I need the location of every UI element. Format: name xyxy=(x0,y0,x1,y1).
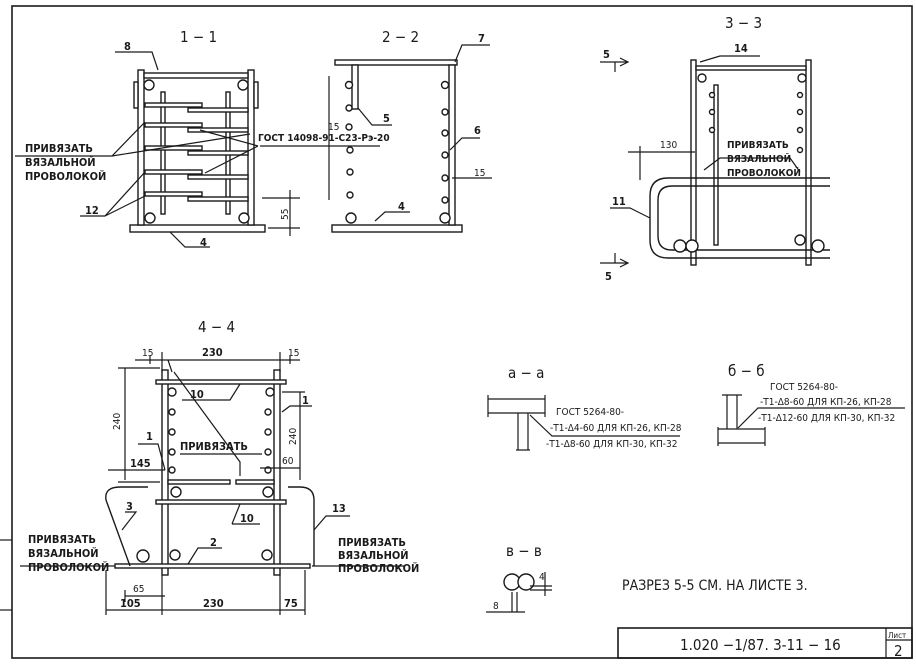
section-reference-note: РАЗРЕЗ 5-5 СМ. НА ЛИСТЕ 3. xyxy=(622,578,808,594)
dimension-label: 75 xyxy=(284,597,298,610)
dimension-label: 240 xyxy=(288,428,299,445)
section-4-4: 4 − 4 15 230 15 240 240 145 60 10 10 xyxy=(20,318,405,615)
note-line: ПРОВОЛОКОЙ xyxy=(25,170,106,183)
section-title: 1 − 1 xyxy=(180,28,217,46)
gost-weld-note: ГОСТ 14098-91-С23-Рэ-20 xyxy=(258,133,390,144)
dimension-label: 4 xyxy=(539,572,545,583)
weld-note-line: -Т1-Δ4-60 ДЛЯ КП-26, КП-28 xyxy=(550,423,682,434)
weld-note-line: -Т1-Δ8-60 ДЛЯ КП-26, КП-28 xyxy=(760,397,892,408)
note-line: ВЯЗАЛЬНОЙ xyxy=(28,547,99,560)
dimension-label: 15 xyxy=(142,348,153,359)
position-label: 2 xyxy=(210,536,217,549)
section-title: 3 − 3 xyxy=(725,14,762,32)
weld-note-line: -Т1-Δ12-60 ДЛЯ КП-30, КП-32 xyxy=(758,413,895,424)
sheet-number: 2 xyxy=(894,642,903,660)
section-title: 2 − 2 xyxy=(382,28,419,46)
dimension-label: 105 xyxy=(120,597,141,610)
tie-wire-note-1: ПРИВЯЗАТЬ ВЯЗАЛЬНОЙ ПРОВОЛОКОЙ xyxy=(25,142,106,183)
note-line: ПРИВЯЗАТЬ xyxy=(28,533,96,546)
section-1-1: 1 − 1 8 4 12 ГОСТ 14098-91-С23-Рэ-20 55 xyxy=(15,28,390,249)
dimension-label: 230 xyxy=(202,346,223,359)
sheet-frame xyxy=(11,5,913,659)
tie-wire-note-33: ПРИВЯЗАТЬ ВЯЗАЛЬНОЙ ПРОВОЛОКОЙ xyxy=(727,140,801,179)
position-label: 3 xyxy=(126,500,133,513)
position-label: 8 xyxy=(124,40,131,53)
note-line: ПРОВОЛОКОЙ xyxy=(28,561,109,574)
position-label: 6 xyxy=(474,124,481,137)
position-label: 14 xyxy=(734,42,748,55)
dimension-label: 145 xyxy=(130,457,151,470)
dimension-label: 15 xyxy=(474,168,485,179)
position-label: 5 xyxy=(383,112,390,125)
document-code: 1.020 −1/87. 3-11 − 16 xyxy=(680,636,841,654)
dimension-label: 60 xyxy=(282,456,294,467)
tie-note: ПРИВЯЗАТЬ xyxy=(180,440,248,453)
cut-mark-label: 5 xyxy=(605,270,612,283)
dimension-label: 65 xyxy=(133,584,144,595)
dimension-label: 8 xyxy=(493,601,499,612)
dimension-label: 55 xyxy=(280,209,291,220)
dimension-label: 15 xyxy=(328,122,339,133)
position-label: 12 xyxy=(85,204,99,217)
title-block: 1.020 −1/87. 3-11 − 16 Лист 2 xyxy=(617,627,913,660)
position-label: 13 xyxy=(332,502,346,515)
section-3-3: 3 − 3 14 11 130 5 5 ПРИВЯЗАТЬ ВЯЗАЛЬНОЙ … xyxy=(600,14,830,283)
section-title: а − а xyxy=(508,364,544,382)
dimension-label: 240 xyxy=(112,413,123,430)
note-line: ПРОВОЛОКОЙ xyxy=(727,166,801,179)
note-line: ПРИВЯЗАТЬ xyxy=(25,142,93,155)
section-title: в − в xyxy=(506,542,542,560)
section-title: 4 − 4 xyxy=(198,318,235,336)
cut-mark-label: 5 xyxy=(603,48,610,61)
section-b-b: б − б ГОСТ 5264-80- -Т1-Δ8-60 ДЛЯ КП-26,… xyxy=(717,362,905,446)
note-line: ПРИВЯЗАТЬ xyxy=(727,140,789,151)
note-line: ПРОВОЛОКОЙ xyxy=(338,562,419,575)
section-a-a: а − а ГОСТ 5264-80- -Т1-Δ4-60 ДЛЯ КП-26,… xyxy=(487,364,682,451)
dimension-label: 15 xyxy=(288,348,299,359)
weld-note-line: ГОСТ 5264-80- xyxy=(556,407,624,418)
dimension-label: 130 xyxy=(660,140,677,151)
position-label: 7 xyxy=(478,32,485,45)
note-line: ПРИВЯЗАТЬ xyxy=(338,536,406,549)
note-line: ВЯЗАЛЬНОЙ xyxy=(727,152,791,165)
position-label: 1 xyxy=(146,430,153,443)
position-label: 1 xyxy=(302,394,309,407)
tie-wire-note-44-left: ПРИВЯЗАТЬ ВЯЗАЛЬНОЙ ПРОВОЛОКОЙ xyxy=(28,533,109,574)
section-2-2: 2 − 2 7 5 6 4 15 15 xyxy=(328,28,492,233)
position-label: 11 xyxy=(612,195,626,208)
position-label: 4 xyxy=(200,236,207,249)
dimension-label: 230 xyxy=(203,597,224,610)
tie-wire-note-44-right: ПРИВЯЗАТЬ ВЯЗАЛЬНОЙ ПРОВОЛОКОЙ xyxy=(338,536,419,575)
note-line: ВЯЗАЛЬНОЙ xyxy=(25,156,96,169)
section-title: б − б xyxy=(728,362,765,380)
position-label: 4 xyxy=(398,200,405,213)
weld-note-line: ГОСТ 5264-80- xyxy=(770,382,838,393)
note-line: ВЯЗАЛЬНОЙ xyxy=(338,549,409,562)
section-v-v: в − в 8 4 xyxy=(486,542,552,613)
weld-note-line: -Т1-Δ8-60 ДЛЯ КП-30, КП-32 xyxy=(546,439,677,450)
position-label: 10 xyxy=(240,512,254,525)
sheet-label: Лист xyxy=(888,631,906,640)
position-label: 10 xyxy=(190,388,204,401)
